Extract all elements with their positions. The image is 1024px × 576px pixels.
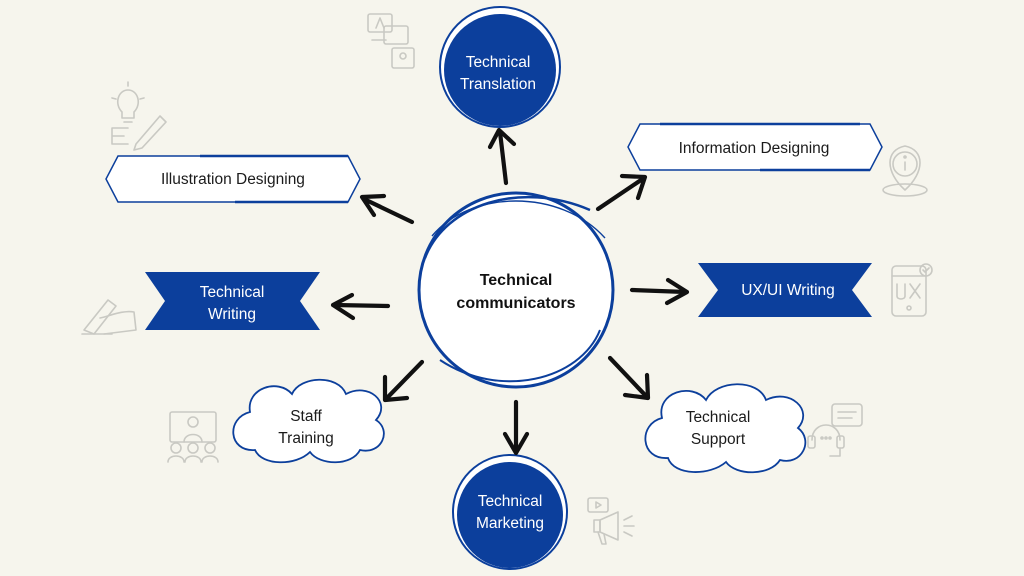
arrow-to-support: [607, 355, 651, 401]
translate-icon: [367, 13, 415, 69]
translation-label-line1: Technical: [466, 54, 531, 71]
ux-phone-icon: [891, 263, 933, 317]
arrow-to-translation: [487, 127, 517, 186]
node-technical-marketing: Technical Marketing: [452, 454, 568, 570]
node-ux-ui-writing: UX/UI Writing: [698, 263, 872, 317]
node-technical-translation: Technical Translation: [439, 6, 561, 128]
node-staff-training: Staff Training: [232, 378, 385, 464]
translation-label-line2: Translation: [460, 76, 536, 93]
headset-chat-icon: [807, 403, 863, 457]
info-location-icon: [882, 145, 928, 197]
node-illustration-designing: Illustration Designing: [105, 154, 361, 204]
arrow-to-illustration: [359, 193, 415, 225]
lightbulb-pencil-icon: [111, 81, 167, 151]
arrow-to-writing: [330, 292, 391, 321]
illustration-label: Illustration Designing: [161, 171, 305, 188]
writing-label-line2: Writing: [208, 306, 256, 323]
video-training-icon: [167, 411, 219, 463]
arrow-to-marketing: [502, 399, 530, 456]
writing-hand-icon: [81, 299, 137, 335]
center-label-line1: Technical: [480, 272, 553, 289]
node-information-designing: Information Designing: [627, 122, 883, 172]
training-label-line1: Staff: [290, 408, 322, 425]
support-label-line2: Support: [691, 431, 746, 448]
node-technical-support: Technical Support: [644, 383, 807, 474]
writing-label-line1: Technical: [200, 284, 265, 301]
arrow-to-information: [595, 173, 648, 212]
support-label-line1: Technical: [686, 409, 751, 426]
center-node: Technical communicators: [417, 191, 615, 389]
arrow-to-ux: [629, 277, 690, 306]
node-technical-writing: Technical Writing: [145, 272, 320, 330]
training-label-line2: Training: [278, 430, 333, 447]
megaphone-video-icon: [587, 497, 635, 545]
marketing-label-line1: Technical: [478, 493, 543, 510]
ux-label: UX/UI Writing: [741, 282, 835, 299]
arrows: [330, 127, 690, 456]
center-label-line2: communicators: [456, 295, 575, 312]
marketing-label-line2: Marketing: [476, 515, 544, 532]
information-label: Information Designing: [679, 140, 830, 157]
arrow-to-training: [382, 359, 425, 403]
